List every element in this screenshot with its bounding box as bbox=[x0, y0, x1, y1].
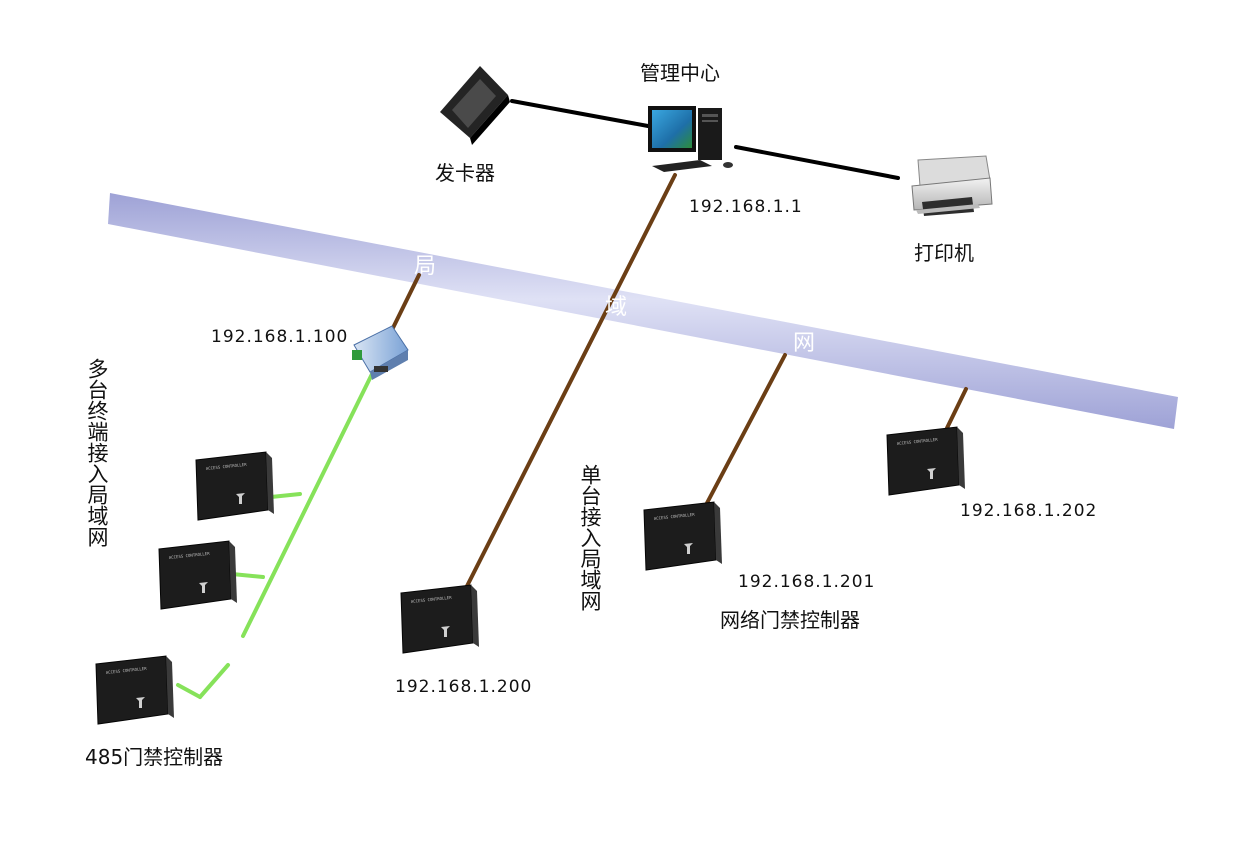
cable-ctrl202-lan bbox=[945, 387, 968, 430]
printer-label: 打印机 bbox=[914, 241, 974, 265]
card-reader-icon bbox=[440, 66, 510, 145]
ip-ctrl-202: 192.168.1.202 bbox=[960, 501, 1097, 521]
single-terminal-label: 单台接入局域网 bbox=[578, 464, 602, 611]
ip-ctrl-201: 192.168.1.201 bbox=[738, 572, 875, 592]
link-card-reader bbox=[510, 99, 650, 128]
ip-server: 192.168.1.1 bbox=[689, 197, 803, 217]
printer-icon bbox=[911, 155, 993, 216]
ip-converter: 192.168.1.100 bbox=[211, 327, 348, 347]
lan-backbone bbox=[108, 193, 1178, 429]
converter-icon bbox=[352, 325, 409, 380]
card-issuer-label: 发卡器 bbox=[435, 161, 495, 185]
rs485-controllers-label: 485门禁控制器 bbox=[85, 745, 223, 769]
ip-ctrl-200: 192.168.1.200 bbox=[395, 677, 532, 697]
lan-char-2: 域 bbox=[605, 295, 627, 320]
management-center-label: 管理中心 bbox=[640, 61, 720, 85]
computer-icon bbox=[648, 106, 733, 172]
link-printer bbox=[734, 145, 900, 180]
peripheral-links bbox=[510, 99, 900, 180]
cable-ctrl201-lan bbox=[705, 353, 787, 505]
lan-char-1: 局 bbox=[414, 254, 436, 279]
cable-server-lan bbox=[462, 173, 677, 594]
rs485-bus bbox=[176, 370, 375, 699]
multi-terminal-label: 多台终端接入局域网 bbox=[85, 358, 109, 547]
lan-char-3: 网 bbox=[793, 331, 815, 356]
network-controllers-label: 网络门禁控制器 bbox=[720, 608, 860, 632]
